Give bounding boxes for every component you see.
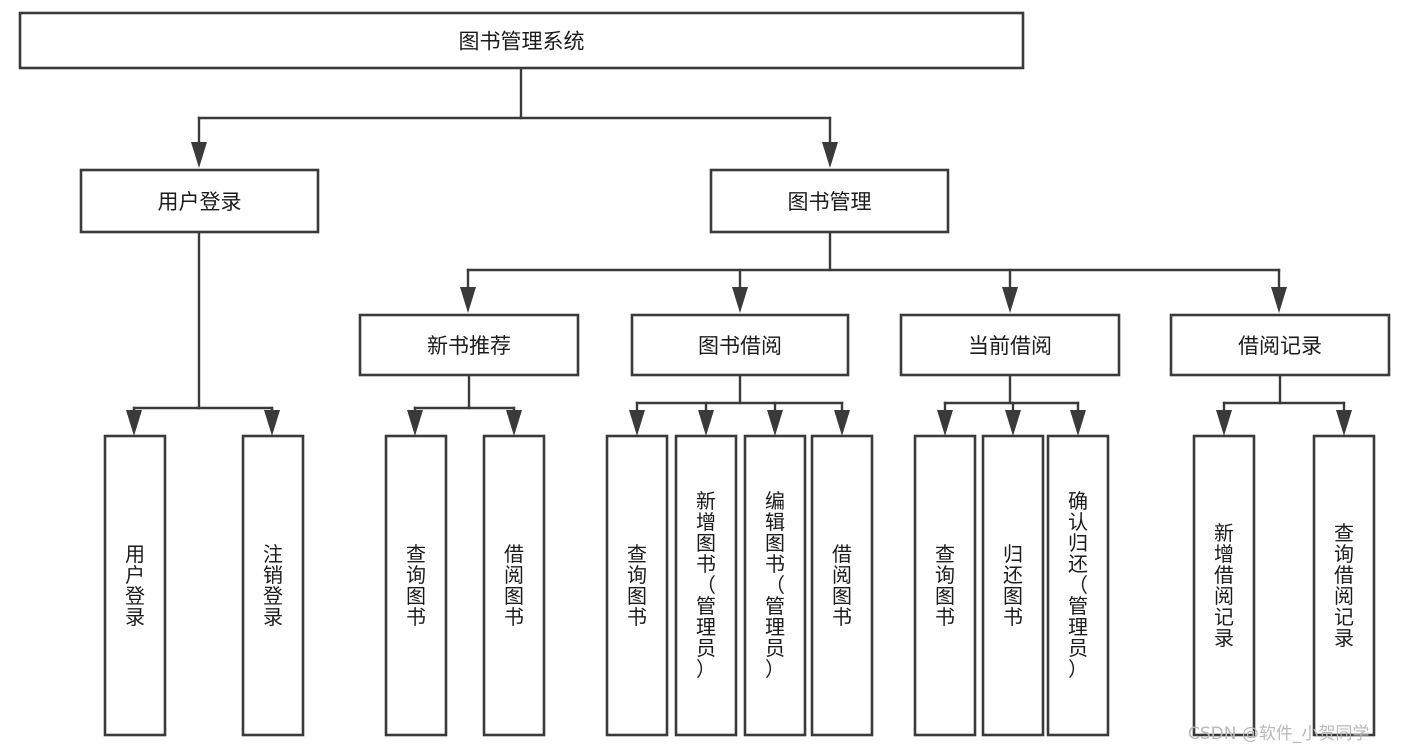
- leaf-node-leaf-confirm-return[interactable]: [1046, 434, 1110, 737]
- node-label-book-manage: 图书管理: [788, 190, 872, 214]
- arrowhead-icon: [1002, 287, 1018, 313]
- level1-node-user-login[interactable]: [79, 168, 320, 234]
- leaf-node-leaf-query-borrow-record[interactable]: [1312, 434, 1376, 737]
- leaf-node-leaf-query-book-current[interactable]: [913, 434, 977, 737]
- leaf-node-leaf-query-book-recommend[interactable]: [384, 434, 448, 737]
- arrowhead-icon: [629, 410, 645, 436]
- leaf-node-leaf-query-book-borrow[interactable]: [605, 434, 669, 737]
- level2-node-new-book-recommend[interactable]: [358, 313, 580, 377]
- node-label-user-login: 用户登录: [158, 190, 242, 214]
- arrowhead-icon: [1005, 410, 1021, 436]
- leaf-node-leaf-return-book[interactable]: [981, 434, 1045, 737]
- leaf-node-leaf-borrow-book[interactable]: [810, 434, 874, 737]
- arrowhead-icon: [191, 142, 207, 168]
- arrowhead-icon: [1216, 410, 1232, 436]
- leaf-node-leaf-edit-book[interactable]: [743, 434, 807, 737]
- leaf-node-leaf-borrow-book-recommend[interactable]: [482, 434, 546, 737]
- leaf-node-leaf-add-borrow-record[interactable]: [1192, 434, 1256, 737]
- arrowhead-icon: [1070, 410, 1086, 436]
- arrowhead-icon: [937, 410, 953, 436]
- arrowhead-icon: [1336, 410, 1352, 436]
- arrowhead-icon: [822, 142, 838, 168]
- level2-node-current-borrow[interactable]: [899, 313, 1121, 377]
- arrowheads-layer: [126, 142, 1352, 436]
- arrowhead-icon: [698, 410, 714, 436]
- leaf-node-leaf-user-login[interactable]: [103, 434, 167, 737]
- arrowhead-icon: [1271, 287, 1287, 313]
- leaf-node-leaf-add-book[interactable]: [674, 434, 738, 737]
- arrowhead-icon: [460, 287, 476, 313]
- node-label-borrow-record: 借阅记录: [1238, 334, 1322, 358]
- node-label-book-borrow: 图书借阅: [698, 334, 782, 358]
- arrowhead-icon: [264, 410, 280, 436]
- node-label-root: 图书管理系统: [459, 30, 585, 54]
- level2-node-book-borrow[interactable]: [630, 313, 850, 377]
- leaf-node-leaf-logout[interactable]: [241, 434, 305, 737]
- arrowhead-icon: [506, 410, 522, 436]
- level1-node-book-manage[interactable]: [709, 168, 950, 234]
- watermark: CSDN @软件_小贺同学: [1188, 724, 1370, 744]
- arrowhead-icon: [126, 410, 142, 436]
- arrowhead-icon: [767, 410, 783, 436]
- arrowhead-icon: [732, 287, 748, 313]
- node-label-current-borrow: 当前借阅: [968, 334, 1052, 358]
- arrowhead-icon: [407, 410, 423, 436]
- node-label-new-book-recommend: 新书推荐: [427, 334, 511, 358]
- level2-node-borrow-record[interactable]: [1169, 313, 1391, 377]
- root-node-root[interactable]: [18, 11, 1025, 70]
- arrowhead-icon: [834, 410, 850, 436]
